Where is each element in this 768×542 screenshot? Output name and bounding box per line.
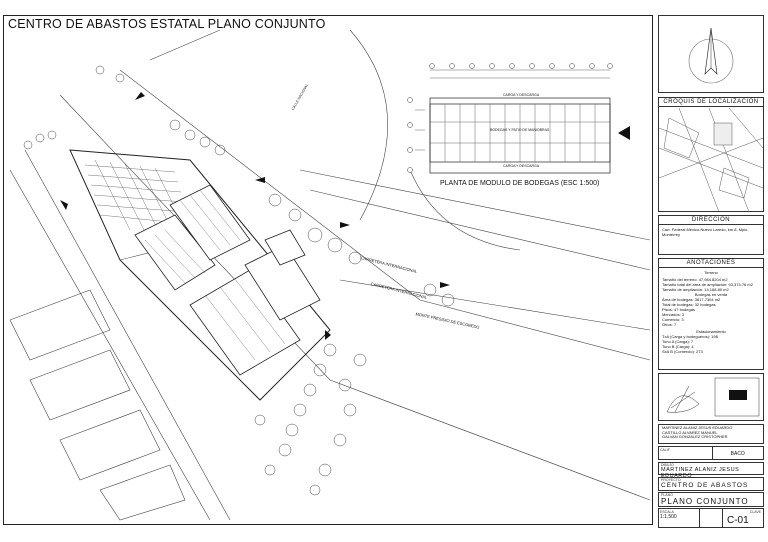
note-line: Tamaño de ampliación: 14,168.80 m2	[662, 287, 729, 292]
logos-panel	[658, 373, 764, 421]
university-logo	[666, 377, 760, 417]
drawn-by-panel: DIBUJO MARTINEZ ALANIZ JESUS EDUARDO	[658, 462, 764, 479]
note-line: Otros: 7	[662, 322, 677, 327]
drawing-frame	[3, 15, 653, 525]
note-line: Bodegas en venta	[694, 292, 728, 297]
sheet-number-cell: CLAVE C-01	[723, 509, 763, 527]
parking-line: Tono A (Carga): 7	[662, 339, 694, 344]
scale-label: ESCALA	[660, 510, 674, 514]
parking-line: SxA B (Comercio): 273	[662, 349, 703, 354]
notes-subheader: Terreno	[704, 270, 718, 275]
north-arrow-panel	[658, 15, 764, 93]
note-line: Comercio: 3	[662, 317, 684, 322]
note-line: Tamaño total del área de ampliación: 93,…	[662, 282, 753, 287]
notes-header: ANOTACIONES	[659, 259, 763, 268]
parking-subheader: Estacionamiento	[696, 329, 726, 334]
module-top-label: CARGA Y DESCARGA	[503, 93, 540, 97]
plan-name-panel: PLANO PLANO CONJUNTO	[658, 492, 764, 507]
location-header: CROQUIS DE LOCALIZACION	[659, 98, 763, 107]
note-line: Área de bodegas: 3817.7304 m2	[662, 297, 721, 302]
grade-label: CALIF	[659, 447, 713, 459]
plan-name: PLANO CONJUNTO	[661, 497, 749, 506]
team-member: CASTILLO ALVAREZ MANUEL	[662, 429, 718, 435]
note-line: Tamaño del terreno: 47,984.8204 m2	[662, 277, 728, 282]
drawn-label: DIBUJO	[661, 463, 674, 467]
site-plan-drawing	[9, 29, 651, 521]
sheet-title: CENTRO DE ABASTOS ESTATAL PLANO CONJUNTO	[8, 17, 326, 31]
location-sketch-panel: CROQUIS DE LOCALIZACION	[658, 97, 764, 212]
grade-panel: CALIF BACO	[658, 446, 764, 460]
direction-header: DIRECCION	[659, 216, 763, 225]
note-line: Pisos: 47 bodegas	[662, 307, 695, 312]
parking-line: Tono B (Carga): 4	[662, 344, 694, 349]
scale-cell: ESCALA 1:1,500	[659, 509, 700, 527]
north-arrow-icon	[688, 27, 734, 84]
module-bottom-label: CARGA Y DESCARGA	[503, 164, 540, 168]
direction-panel: DIRECCION Carr. Federal México-Nuevo Lar…	[658, 215, 764, 255]
sheet-number: C-01	[727, 515, 749, 526]
direction-text: Carr. Federal México-Nuevo Laredo, km 8,…	[662, 227, 749, 237]
team-member: GALVAN GONZALEZ CRISTOPHER	[662, 434, 728, 439]
location-map	[659, 108, 763, 212]
project-name: CENTRO DE ABASTOS	[661, 482, 749, 489]
module-caption: PLANTA DE MODULO DE BODEGAS (ESC 1:500)	[440, 180, 600, 187]
note-line: Total de bodegas: 32 bodegas	[662, 302, 716, 307]
module-mid-label: BODEGAS Y PATIO DE MANIOBRAS	[490, 128, 550, 132]
blank-cell	[700, 509, 723, 527]
project-panel: PROYECTO CENTRO DE ABASTOS	[658, 477, 764, 491]
plan-label: PLANO	[661, 493, 673, 497]
grade-value: BACO	[730, 451, 745, 457]
team-member: MARTINEZ ALANIZ JESUS EDUARDO	[662, 425, 733, 430]
parking-line: TxA (Carga y bodegueros): 198	[662, 334, 718, 339]
scale-sheet-panel: ESCALA 1:1,500 CLAVE C-01	[658, 508, 764, 528]
team-panel: MARTINEZ ALANIZ JESUS EDUARDO CASTILLO A…	[658, 424, 764, 444]
scale-value: 1:1,500	[660, 514, 677, 520]
author: MARTINEZ ALANIZ JESUS EDUARDO	[661, 467, 740, 479]
notes-panel: ANOTACIONES Terreno Tamaño del terreno: …	[658, 258, 764, 370]
note-line: Mercados: 3	[662, 312, 685, 317]
project-label: PROYECTO	[661, 478, 681, 482]
notes-list: Tamaño del terreno: 47,984.8204 m2 Tamañ…	[659, 277, 763, 356]
sheet-number-label: CLAVE	[749, 510, 761, 514]
